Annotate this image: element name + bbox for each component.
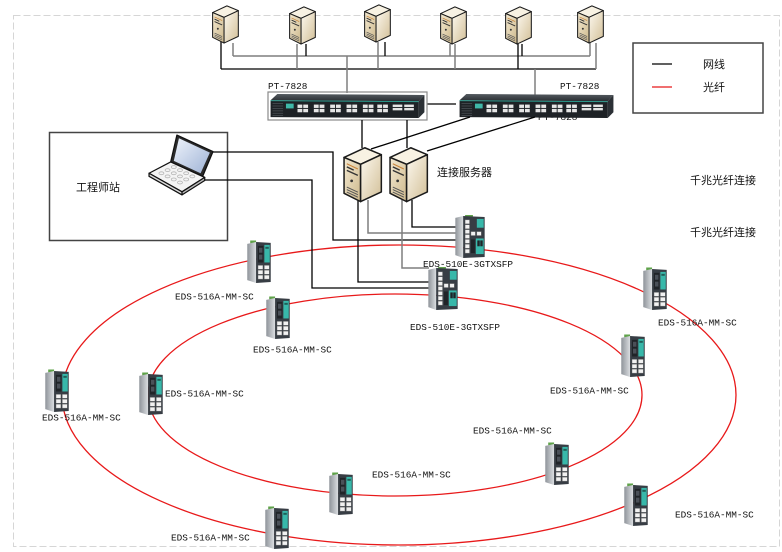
ethernet-link [370,116,471,150]
ring-switch-label: EDS-516A-MM-SC [253,345,332,356]
ethernet-link [426,116,536,152]
server-icon [364,4,391,43]
core-switch-2: PT-7828 PT-7828 [459,81,614,123]
industrial-switch-icon [45,369,69,412]
rack-switch-icon [270,94,425,119]
ring-switch-2: EDS-516A-MM-SC [253,296,332,356]
gigabit-fiber-annotation: 千兆光纤连接 [690,173,756,187]
connection-servers-label: 连接服务器 [437,166,492,179]
ring-switch-9: EDS-516A-MM-SC [624,483,754,526]
ring-switch-label: EDS-516A-MM-SC [171,533,250,544]
industrial-switch-icon [139,372,163,415]
industrial-switch-icon [428,267,458,310]
core-switch-label: PT-7828 [268,81,308,92]
industrial-switch-icon [266,296,290,339]
ethernet-link [204,179,429,289]
engineer-station-frame [48,131,229,242]
legend: 网线 光纤 [632,42,764,114]
ring-switch-8: EDS-516A-MM-SC [329,470,451,515]
ring-switch-6: EDS-516A-MM-SC [550,334,645,397]
industrial-switch-icon [624,483,648,526]
core-switch-label: PT-7828 [560,81,600,92]
ring-switch-label: EDS-516A-MM-SC [175,292,254,303]
ring-switch-10: EDS-516A-MM-SC [171,506,289,549]
legend-box [632,42,764,114]
industrial-switch-icon [455,215,485,258]
engineer-station: 工程师站 [48,131,229,242]
server-icon [389,146,429,203]
ring-switch-1: EDS-516A-MM-SC [175,240,271,303]
connection-servers: 连接服务器 [343,146,492,203]
industrial-switch-icon [329,472,353,515]
ethernet-link [212,151,456,241]
ring-switch-7: EDS-516A-MM-SC [473,426,569,485]
server-bus-wiring [220,41,597,105]
industrial-switch-icon [247,240,271,283]
page-border [13,15,780,547]
access-wiring [204,151,456,289]
industrial-switch-icon [621,334,645,377]
ring-switch-label: EDS-516A-MM-SC [372,470,451,481]
ring-switch-label: EDS-516A-MM-SC [165,389,244,400]
server-icon [289,6,316,45]
ethernet-link [357,200,429,283]
ring-switch-label: EDS-516A-MM-SC [658,318,737,329]
ring-core-switch-label: EDS-510E-3GTXSFP [423,259,513,270]
ring-switch-label: EDS-516A-MM-SC [675,510,754,521]
ring-switch-5: EDS-516A-MM-SC [643,267,737,329]
rack-switch-icon [459,94,614,119]
ethernet-link [401,200,429,269]
selection-frame [267,91,428,121]
server-icon [440,6,467,45]
ethernet-link [367,200,456,234]
ring-switch-label: EDS-516A-MM-SC [550,386,629,397]
industrial-switch-icon [545,442,569,485]
core-switch-1: PT-7828 [267,81,428,121]
ring-switch-label: EDS-516A-MM-SC [42,413,121,424]
ring-core-switch-1: EDS-510E-3GTXSFP [423,215,513,270]
legend-ethernet-label: 网线 [703,57,725,71]
legend-fiber-label: 光纤 [703,80,725,94]
ethernet-link [411,200,456,228]
server-icon [212,5,239,44]
ring-switch-4: EDS-516A-MM-SC [139,372,244,415]
server-icon [343,146,383,203]
ring-core-switch-2: EDS-510E-3GTXSFP [410,267,500,333]
ring-switch-3: EDS-516A-MM-SC [42,369,121,424]
industrial-switch-icon [265,506,289,549]
core-to-server-wiring [361,116,536,152]
ring-core-switch-label: EDS-510E-3GTXSFP [410,322,500,333]
gigabit-fiber-annotation: 千兆光纤连接 [690,225,756,239]
server-icon [577,5,604,44]
ring-switch-label: EDS-516A-MM-SC [473,426,552,437]
engineer-station-label: 工程师站 [76,180,120,194]
server-icon [505,6,532,45]
industrial-switch-icon [643,267,667,310]
